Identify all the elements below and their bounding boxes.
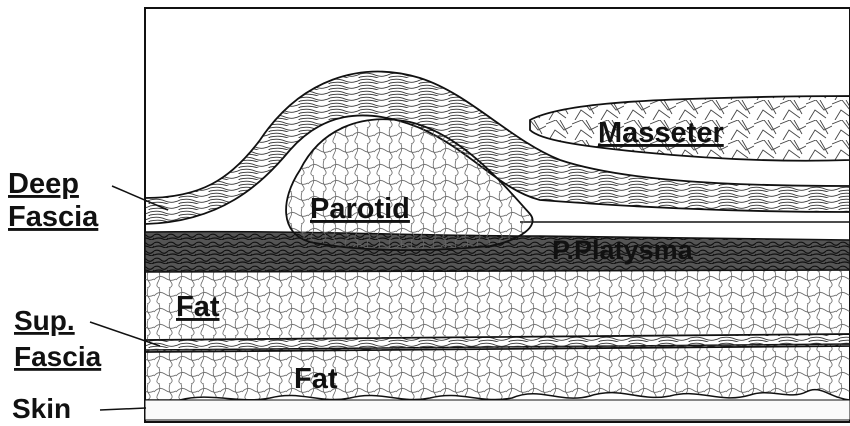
skin-leader — [100, 408, 146, 410]
sup-fascia-label-line2: Fascia — [14, 341, 102, 372]
deep-fascia-label-line2: Fascia — [8, 201, 99, 233]
platysma-label: P.Platysma — [552, 235, 694, 265]
parotid-label: Parotid — [310, 193, 410, 225]
lower-fat-layer — [145, 344, 850, 400]
fat-upper-label: Fat — [176, 291, 220, 323]
fat-lower-label: Fat — [294, 363, 338, 395]
sup-fascia-label: Sup. — [14, 305, 75, 336]
skin-layer — [145, 400, 850, 420]
upper-fat-layer — [145, 270, 850, 340]
masseter-label: Masseter — [598, 117, 724, 149]
deep-fascia-label: Deep — [8, 168, 79, 200]
skin-label: Skin — [12, 393, 71, 424]
